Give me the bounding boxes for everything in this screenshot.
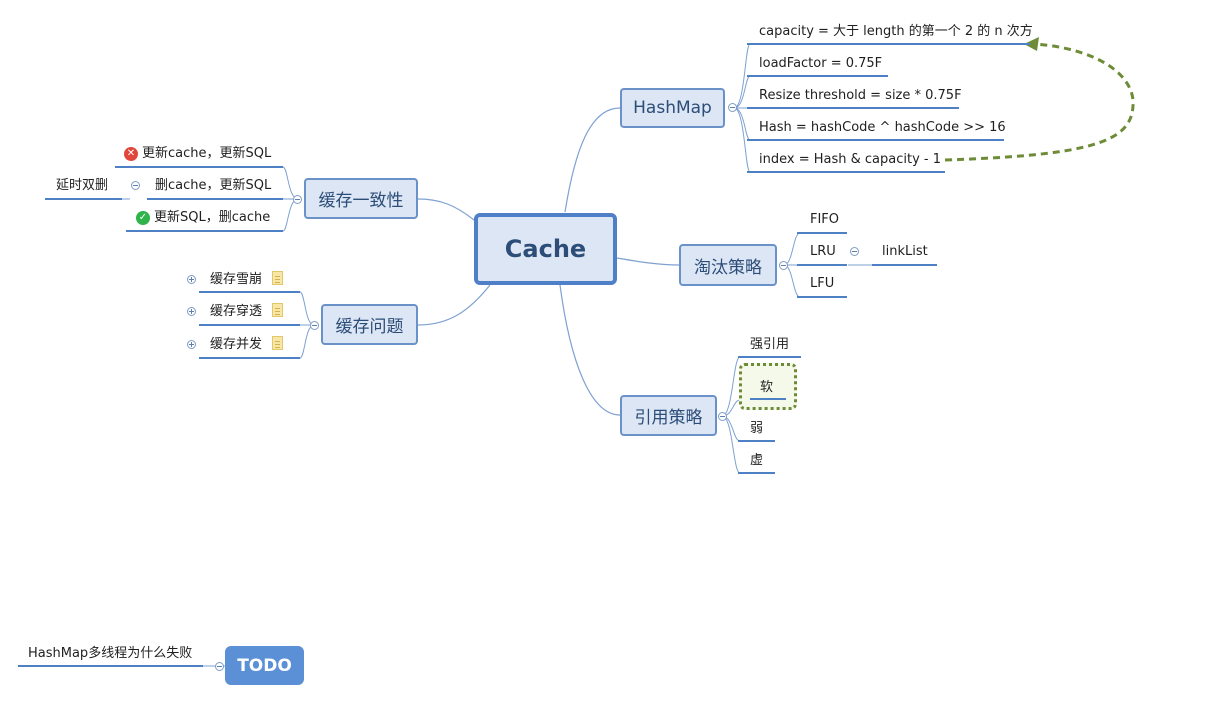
consistency-item[interactable]: 更新SQL，删cache xyxy=(154,210,271,225)
leaf-underline xyxy=(797,232,847,234)
lru-child-linklist[interactable]: linkList xyxy=(882,244,928,259)
link-cache-reference xyxy=(559,284,621,416)
problem-item[interactable]: 缓存雪崩 xyxy=(210,272,263,287)
leaf-underline xyxy=(747,43,1030,45)
todo-child[interactable]: HashMap多线程为什么失败 xyxy=(28,646,193,661)
collapse-todo-icon[interactable] xyxy=(215,662,224,671)
note-icon[interactable] xyxy=(272,303,283,317)
hashmap-item[interactable]: capacity = 大于 length 的第一个 2 的 n 次方 xyxy=(759,24,1033,39)
note-icon[interactable] xyxy=(272,271,283,285)
problem-item[interactable]: 缓存并发 xyxy=(210,337,263,352)
cross-icon: ✕ xyxy=(124,147,138,161)
link-cache-consistency xyxy=(417,198,475,221)
expand-avalanche-icon[interactable] xyxy=(187,275,196,284)
link-cache-eviction xyxy=(616,257,680,266)
leaf-underline xyxy=(115,166,283,168)
topic-problems[interactable]: 缓存问题 xyxy=(321,304,418,345)
hashmap-item[interactable]: index = Hash & capacity - 1 xyxy=(759,152,941,167)
central-topic[interactable]: Cache xyxy=(474,213,617,285)
leaf-underline xyxy=(199,357,300,359)
topic-hashmap-label: HashMap xyxy=(633,98,712,118)
hashmap-item[interactable]: Hash = hashCode ^ hashCode >> 16 xyxy=(759,120,1006,135)
leaf-underline xyxy=(797,264,847,266)
collapse-consistency-icon[interactable] xyxy=(293,195,302,204)
reference-item-soft[interactable]: 软 xyxy=(760,380,774,395)
topic-eviction-label: 淘汰策略 xyxy=(694,257,762,278)
leaf-underline xyxy=(747,75,888,77)
collapse-hashmap-icon[interactable] xyxy=(728,103,737,112)
topic-consistency[interactable]: 缓存一致性 xyxy=(304,178,418,219)
leaf-underline xyxy=(126,230,283,232)
reference-item-strong[interactable]: 强引用 xyxy=(750,337,790,352)
reference-item-weak[interactable]: 弱 xyxy=(750,421,764,436)
collapse-eviction-icon[interactable] xyxy=(779,261,788,270)
eviction-item-lru[interactable]: LRU xyxy=(810,244,836,259)
check-icon: ✓ xyxy=(136,211,150,225)
eviction-item-fifo[interactable]: FIFO xyxy=(810,212,840,227)
hashmap-item[interactable]: Resize threshold = size * 0.75F xyxy=(759,88,962,103)
collapse-delete-cache-icon[interactable] xyxy=(131,181,140,190)
leaf-underline xyxy=(45,198,122,200)
link-cache-problems xyxy=(417,284,491,326)
leaf-underline xyxy=(747,171,945,173)
highlight-soft-box xyxy=(739,363,797,410)
leaf-underline xyxy=(147,198,283,200)
topic-eviction[interactable]: 淘汰策略 xyxy=(679,244,777,286)
leaf-underline xyxy=(750,398,786,400)
delayed-double-delete[interactable]: 延时双删 xyxy=(56,178,109,193)
leaf-underline xyxy=(797,296,847,298)
hashmap-item[interactable]: loadFactor = 0.75F xyxy=(759,56,883,71)
eviction-item-lfu[interactable]: LFU xyxy=(810,276,835,291)
leaf-underline xyxy=(738,356,801,358)
relationship-arrowhead xyxy=(1024,37,1039,51)
topic-reference-label: 引用策略 xyxy=(634,408,703,428)
central-topic-label: Cache xyxy=(504,235,587,263)
topic-consistency-label: 缓存一致性 xyxy=(318,191,404,211)
leaf-underline xyxy=(199,324,300,326)
expand-penetration-icon[interactable] xyxy=(187,307,196,316)
topic-hashmap[interactable]: HashMap xyxy=(620,88,725,128)
consistency-item[interactable]: 更新cache，更新SQL xyxy=(142,146,272,161)
leaf-underline xyxy=(18,665,203,667)
collapse-problems-icon[interactable] xyxy=(310,321,319,330)
reference-item-phantom[interactable]: 虚 xyxy=(750,453,764,468)
leaf-underline xyxy=(738,440,775,442)
relationship-arrow xyxy=(944,42,1135,162)
collapse-lru-icon[interactable] xyxy=(850,247,859,256)
leaf-underline xyxy=(872,264,937,266)
topic-reference[interactable]: 引用策略 xyxy=(620,395,717,436)
leaf-underline xyxy=(747,139,1004,141)
link-cache-hashmap xyxy=(564,107,621,213)
note-icon[interactable] xyxy=(272,336,283,350)
problem-item[interactable]: 缓存穿透 xyxy=(210,304,263,319)
leaf-underline xyxy=(738,472,775,474)
consistency-item[interactable]: 删cache，更新SQL xyxy=(155,178,272,193)
topic-problems-label: 缓存问题 xyxy=(335,317,404,337)
topic-todo-label: TODO xyxy=(237,655,292,676)
leaf-underline xyxy=(747,107,959,109)
leaf-underline xyxy=(199,291,300,293)
topic-todo[interactable]: TODO xyxy=(225,646,304,685)
collapse-reference-icon[interactable] xyxy=(718,412,727,421)
expand-concurrency-icon[interactable] xyxy=(187,340,196,349)
